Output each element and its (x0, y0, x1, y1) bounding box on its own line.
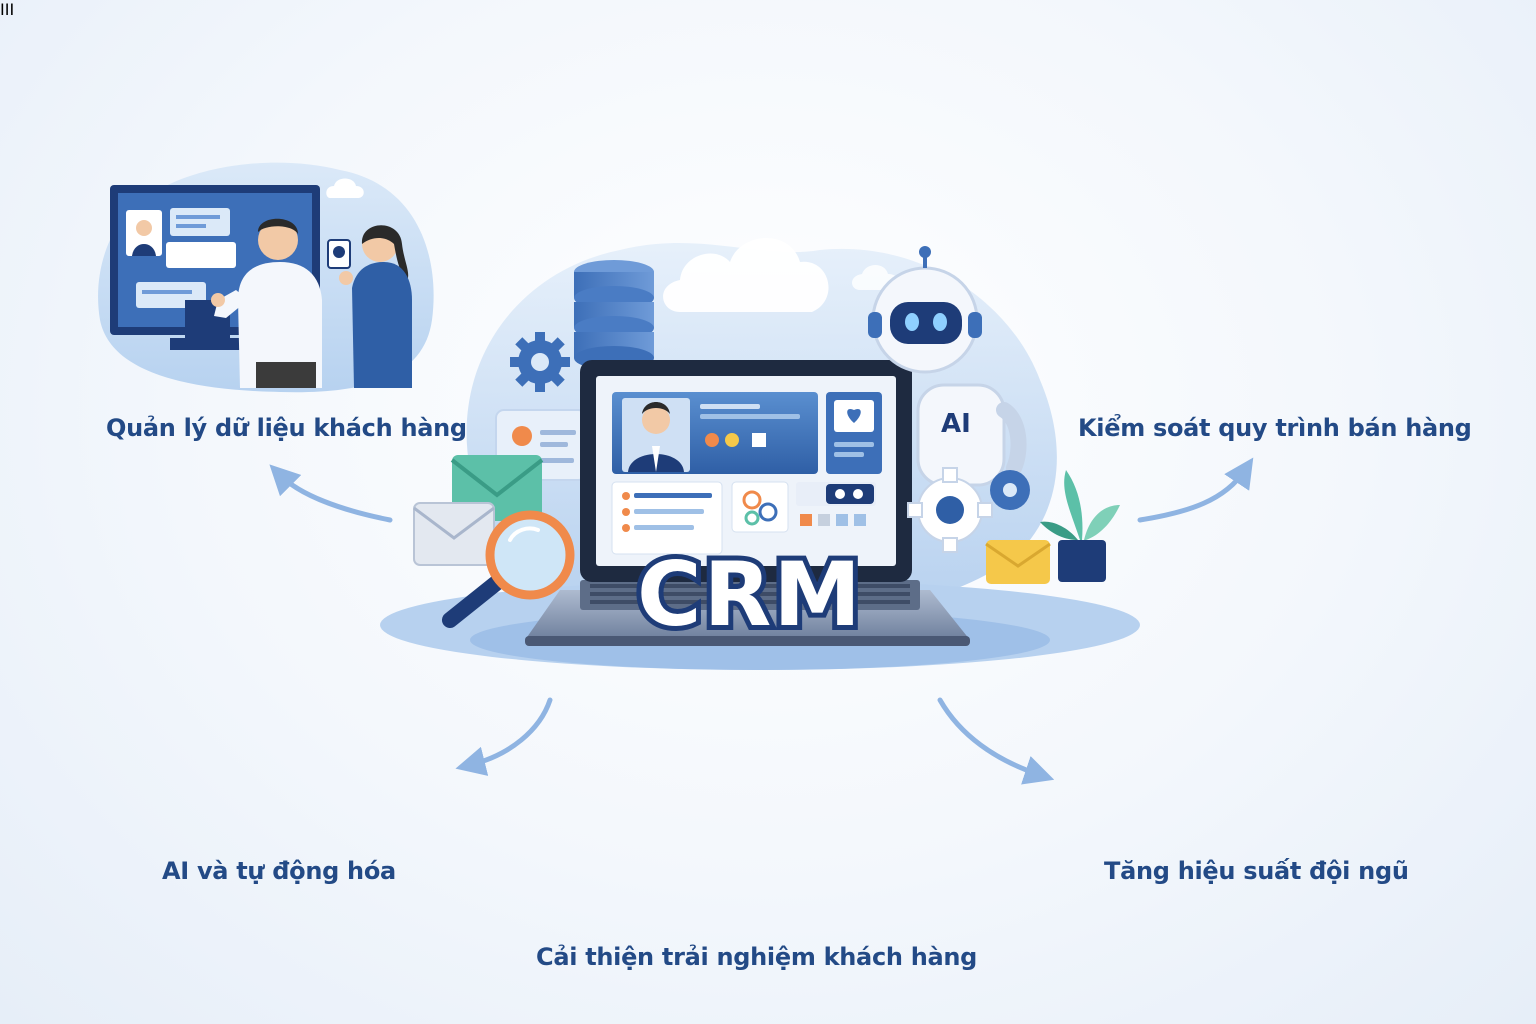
feature-label-sales-control: Kiểm soát quy trình bán hàng (1078, 414, 1472, 442)
envelope-gray-icon (413, 502, 495, 566)
arrow-to-sales-control (1137, 457, 1254, 523)
envelope-yellow-icon (985, 540, 1051, 584)
ai-automation-illustration: III (0, 0, 14, 19)
magnifier-icon (442, 510, 575, 628)
feature-label-ai-automation: AI và tự động hóa (162, 857, 396, 885)
crm-title: CRM (637, 543, 863, 646)
gear-large-icon (907, 467, 993, 553)
gear-icon (510, 332, 570, 392)
feature-label-team-performance: Tăng hiệu suất đội ngũ (1104, 857, 1409, 885)
data-management-illustration (98, 162, 434, 393)
laptop (525, 360, 970, 646)
gear-blue-icon (990, 470, 1030, 510)
ai-robot: AI (868, 246, 1027, 487)
plant-icon (1040, 470, 1120, 582)
center-crm-illustration: CRM AI (380, 237, 1140, 670)
arrow-to-data-management (269, 464, 393, 523)
robot-panel-label: III (0, 0, 15, 19)
feature-label-customer-experience: Cải thiện trải nghiệm khách hàng (536, 943, 978, 971)
arrow-to-team-performance (937, 697, 1055, 785)
robot-ai-badge: AI (941, 409, 971, 439)
arrow-to-ai-automation (455, 697, 553, 776)
home-icon: III (0, 0, 14, 19)
feature-label-data-management: Quản lý dữ liệu khách hàng (106, 414, 467, 442)
connector-arrows (269, 457, 1254, 785)
database-icon (574, 260, 654, 370)
check-icon: III (0, 0, 14, 19)
